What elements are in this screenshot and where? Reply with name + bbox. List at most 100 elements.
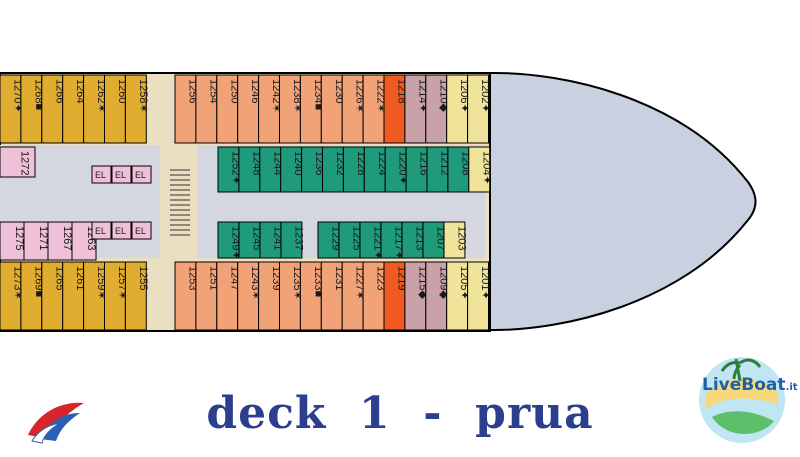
cabin[interactable]: 1233■ xyxy=(299,261,324,331)
cabin[interactable]: 1273✶ xyxy=(0,261,23,331)
cabin[interactable]: 1239 xyxy=(258,261,282,331)
cabin[interactable]: 1204✦ xyxy=(468,146,492,193)
cabin-block[interactable] xyxy=(467,74,490,144)
cabin[interactable]: 1214✦ xyxy=(404,74,428,144)
cabin-block[interactable] xyxy=(0,146,36,178)
cabin[interactable]: 1248 xyxy=(238,146,262,193)
cabin[interactable]: 1202✦ xyxy=(467,74,491,144)
cabin[interactable]: 1206✦ xyxy=(446,74,470,144)
elevator-box xyxy=(91,165,112,184)
cabin-number: 1241 xyxy=(271,226,283,250)
cabin[interactable]: 1227✶ xyxy=(341,261,366,331)
cabin[interactable]: 1225 xyxy=(338,221,362,259)
cabin[interactable]: 1201✦ xyxy=(467,261,491,331)
cabin-block[interactable] xyxy=(71,221,97,261)
cabin[interactable]: 1268■ xyxy=(20,74,44,144)
cabin-number: 1249✦ xyxy=(229,226,241,260)
cabin[interactable]: 1212 xyxy=(426,146,450,193)
deck-caption: deck 1 - prua xyxy=(206,388,594,439)
cabin-block[interactable] xyxy=(468,146,491,193)
cabin[interactable]: 1220✦ xyxy=(384,146,409,193)
cabin[interactable]: 1235✶ xyxy=(279,261,303,331)
cabin-number: 1237 xyxy=(292,226,304,250)
cabin[interactable]: 1231 xyxy=(320,261,345,331)
cabin[interactable]: 1224 xyxy=(363,146,388,193)
cabin[interactable]: 1221✦ xyxy=(359,221,383,260)
cabin[interactable]: 1256 xyxy=(174,74,198,144)
cabin-number: 1217✦ xyxy=(392,226,404,260)
cabin-number: 1213 xyxy=(413,226,425,250)
cabin[interactable]: 1240 xyxy=(280,146,304,193)
cabin[interactable]: 1241 xyxy=(259,221,283,259)
cabin[interactable]: 1250 xyxy=(216,74,240,144)
cabin[interactable]: 1244 xyxy=(259,146,283,193)
cabin[interactable]: 1261 xyxy=(62,261,86,331)
cabin[interactable]: 1259✶ xyxy=(83,261,107,331)
cabin-block[interactable] xyxy=(0,221,25,261)
cabin-block[interactable] xyxy=(124,261,147,331)
cabin[interactable]: 1257✶ xyxy=(104,261,128,331)
cabin-block[interactable] xyxy=(443,221,466,259)
cabin[interactable]: 1271 xyxy=(23,221,49,261)
cabin[interactable]: 1246 xyxy=(237,74,261,144)
staircase xyxy=(170,169,190,236)
cabin[interactable]: 1228 xyxy=(342,146,367,193)
cabin[interactable]: 1251 xyxy=(195,261,219,331)
cabin[interactable]: 1262✶ xyxy=(83,74,107,144)
cabin[interactable]: 1236 xyxy=(301,146,325,193)
cabin-number: 1221✦ xyxy=(371,226,383,260)
cabin[interactable]: 1270✦ xyxy=(0,74,23,144)
cabin[interactable]: 1275 xyxy=(0,221,25,261)
cabin[interactable]: 1213 xyxy=(401,221,425,259)
cabin[interactable]: 1229 xyxy=(317,221,341,259)
cabin[interactable]: 1252✦ xyxy=(217,146,241,193)
cabin-number: 1204✦ xyxy=(480,151,492,185)
elevator-label: EL xyxy=(115,226,126,236)
cabin-block[interactable] xyxy=(47,221,73,261)
cabin[interactable]: 1230 xyxy=(320,74,345,144)
cabin-number: 1272 xyxy=(19,151,31,175)
cabin[interactable]: 1234■ xyxy=(299,74,324,144)
cabin[interactable]: 1237 xyxy=(280,221,304,259)
cabin[interactable]: 1219 xyxy=(383,261,407,331)
elevator-label: EL xyxy=(95,170,106,180)
cabin-block[interactable] xyxy=(280,221,303,259)
cabin[interactable]: 1247 xyxy=(216,261,240,331)
cabin[interactable]: 1215◆ xyxy=(404,261,428,331)
cabin[interactable]: 1223 xyxy=(362,261,387,331)
cabin[interactable]: 1267 xyxy=(47,221,73,261)
cabin[interactable]: 1258✶ xyxy=(124,74,149,144)
cabin[interactable]: 1264 xyxy=(62,74,86,144)
cabin[interactable]: 1209◆ xyxy=(425,261,449,331)
cabin[interactable]: 1265 xyxy=(41,261,65,331)
cabin[interactable]: 1226✶ xyxy=(341,74,366,144)
cabin[interactable]: 1260 xyxy=(104,74,128,144)
cabin[interactable]: 1245 xyxy=(238,221,262,259)
cabin[interactable]: 1210◆ xyxy=(425,74,449,144)
elevator-label: EL xyxy=(135,226,146,236)
elevator-box xyxy=(91,221,112,240)
cabin-block[interactable] xyxy=(124,74,147,144)
cabin[interactable]: 1217✦ xyxy=(380,221,404,260)
cabin[interactable]: 1232 xyxy=(322,146,346,193)
cabin[interactable]: 1269■ xyxy=(20,261,44,331)
cabin[interactable]: 1243✶ xyxy=(237,261,261,331)
cabin[interactable]: 1238✶ xyxy=(279,74,303,144)
cabin[interactable]: 1208 xyxy=(447,146,471,193)
cabin[interactable]: 1272 xyxy=(0,146,36,178)
cabin[interactable]: 1254 xyxy=(195,74,219,144)
cabin[interactable]: 1255 xyxy=(124,261,149,331)
cabin[interactable]: 1266 xyxy=(41,74,65,144)
cabin[interactable]: 1249✦ xyxy=(217,221,241,260)
cabin[interactable]: 1253 xyxy=(174,261,198,331)
cabin[interactable]: 1203 xyxy=(443,221,467,259)
cabin[interactable]: 1207 xyxy=(422,221,446,259)
cabin[interactable]: 1242✶ xyxy=(258,74,282,144)
cabin-block[interactable] xyxy=(467,261,490,331)
cabin[interactable]: 1218 xyxy=(383,74,407,144)
cabin[interactable]: 1216 xyxy=(405,146,430,193)
cabin[interactable]: 1222✶ xyxy=(362,74,387,144)
cabin[interactable]: 1205✦ xyxy=(446,261,470,331)
cabin[interactable]: 1263 xyxy=(71,221,97,261)
